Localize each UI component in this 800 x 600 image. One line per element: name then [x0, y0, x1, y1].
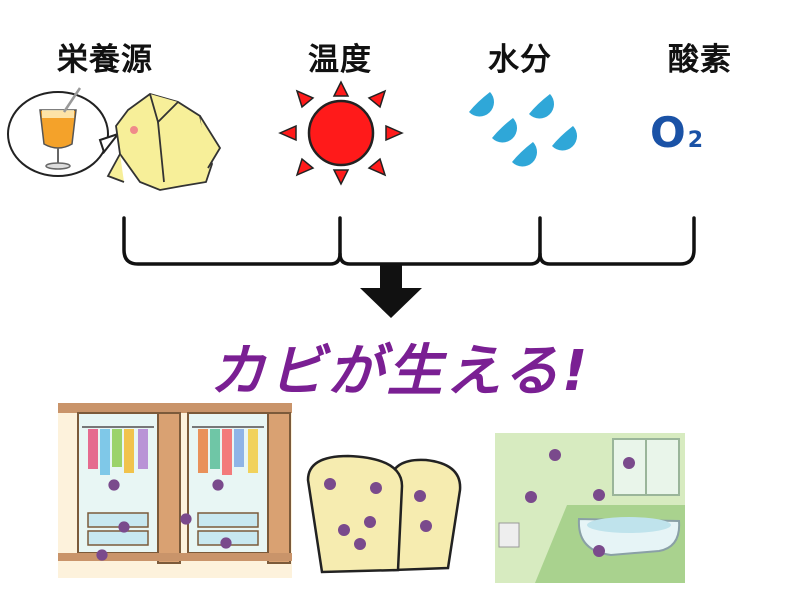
- juice-and-shirt-icon: [7, 87, 222, 191]
- closet-scene: [58, 403, 292, 578]
- water-drops-icon: [469, 92, 578, 167]
- factor-label-oxygen: 酸素: [668, 42, 732, 78]
- bracket-connector: [122, 216, 696, 318]
- bathroom-scene: [495, 433, 685, 583]
- sun-icon: [278, 80, 404, 186]
- bread-scene: [306, 454, 462, 574]
- down-arrow-icon: [360, 264, 422, 318]
- oxygen-subscript: 2: [687, 128, 704, 153]
- oxygen-symbol: O: [650, 108, 686, 157]
- factor-label-nutrient: 栄養源: [57, 42, 153, 78]
- oxygen-icon: O2: [650, 108, 770, 168]
- factor-label-moisture: 水分: [488, 42, 552, 78]
- factor-label-temperature: 温度: [308, 42, 372, 78]
- result-headline: カビが生える!: [209, 339, 591, 404]
